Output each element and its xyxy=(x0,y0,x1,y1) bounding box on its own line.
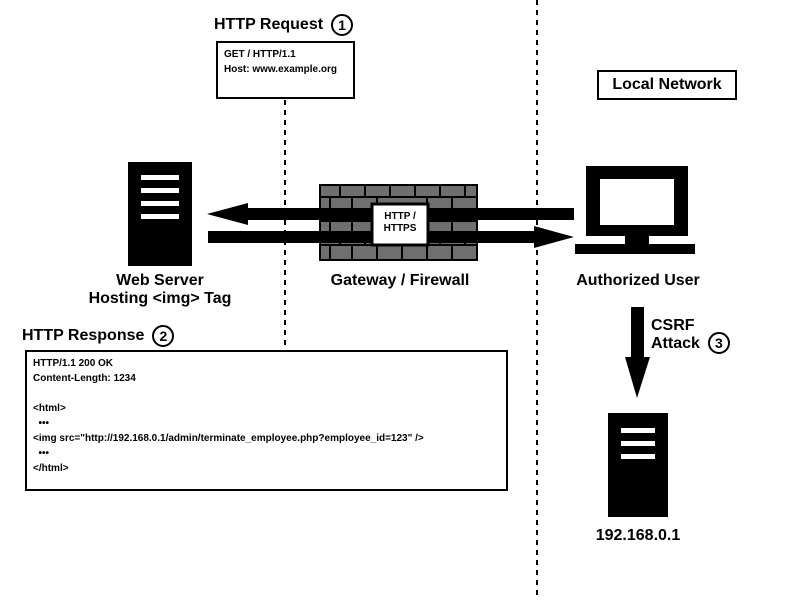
web-server-label-line1: Web Server xyxy=(116,272,204,289)
csrf-arrow xyxy=(625,307,650,398)
response-line-2: Content-Length: 1234 xyxy=(33,373,136,384)
response-line-7: ••• xyxy=(33,448,50,459)
gateway-label: Gateway / Firewall xyxy=(330,272,470,289)
authorized-user-label: Authorized User xyxy=(576,272,700,289)
response-title: HTTP Response 2 xyxy=(22,325,175,347)
response-line-1: HTTP/1.1 200 OK xyxy=(33,358,114,369)
response-line-4: <html> xyxy=(33,403,66,414)
request-title-text: HTTP Request xyxy=(214,16,324,34)
local-network-label: Local Network xyxy=(597,70,737,100)
csrf-label: CSRF Attack 3 xyxy=(651,316,730,354)
request-line-1: GET / HTTP/1.1 xyxy=(224,49,296,60)
target-server-icon xyxy=(608,413,668,517)
request-line-right xyxy=(428,208,574,220)
web-server-icon xyxy=(128,162,192,266)
step-2-badge: 2 xyxy=(152,325,175,347)
computer-icon xyxy=(575,166,695,254)
request-title: HTTP Request 1 xyxy=(214,14,354,36)
response-title-text: HTTP Response xyxy=(22,327,145,345)
response-box: HTTP/1.1 200 OK Content-Length: 1234 <ht… xyxy=(25,350,508,491)
step-1-badge: 1 xyxy=(331,14,354,36)
request-line-2: Host: www.example.org xyxy=(224,64,337,75)
web-server-label: Web Server Hosting <img> Tag xyxy=(60,272,260,308)
web-server-label-line2: Hosting <img> Tag xyxy=(88,290,232,307)
response-line-5: ••• xyxy=(33,418,50,429)
request-box: GET / HTTP/1.1 Host: www.example.org xyxy=(216,41,355,99)
csrf-label-line2: Attack xyxy=(651,335,700,352)
response-line-8: </html> xyxy=(33,463,69,474)
response-arrow xyxy=(207,203,372,225)
response-line-3 xyxy=(33,386,500,401)
request-arrow xyxy=(208,226,574,248)
step-3-badge: 3 xyxy=(707,332,730,354)
csrf-label-line1: CSRF xyxy=(651,317,695,334)
target-ip-label: 192.168.0.1 xyxy=(595,527,681,544)
response-line-6: <img src="http://192.168.0.1/admin/termi… xyxy=(33,433,424,444)
gateway-protocol-label: HTTP / HTTPS xyxy=(383,211,417,234)
